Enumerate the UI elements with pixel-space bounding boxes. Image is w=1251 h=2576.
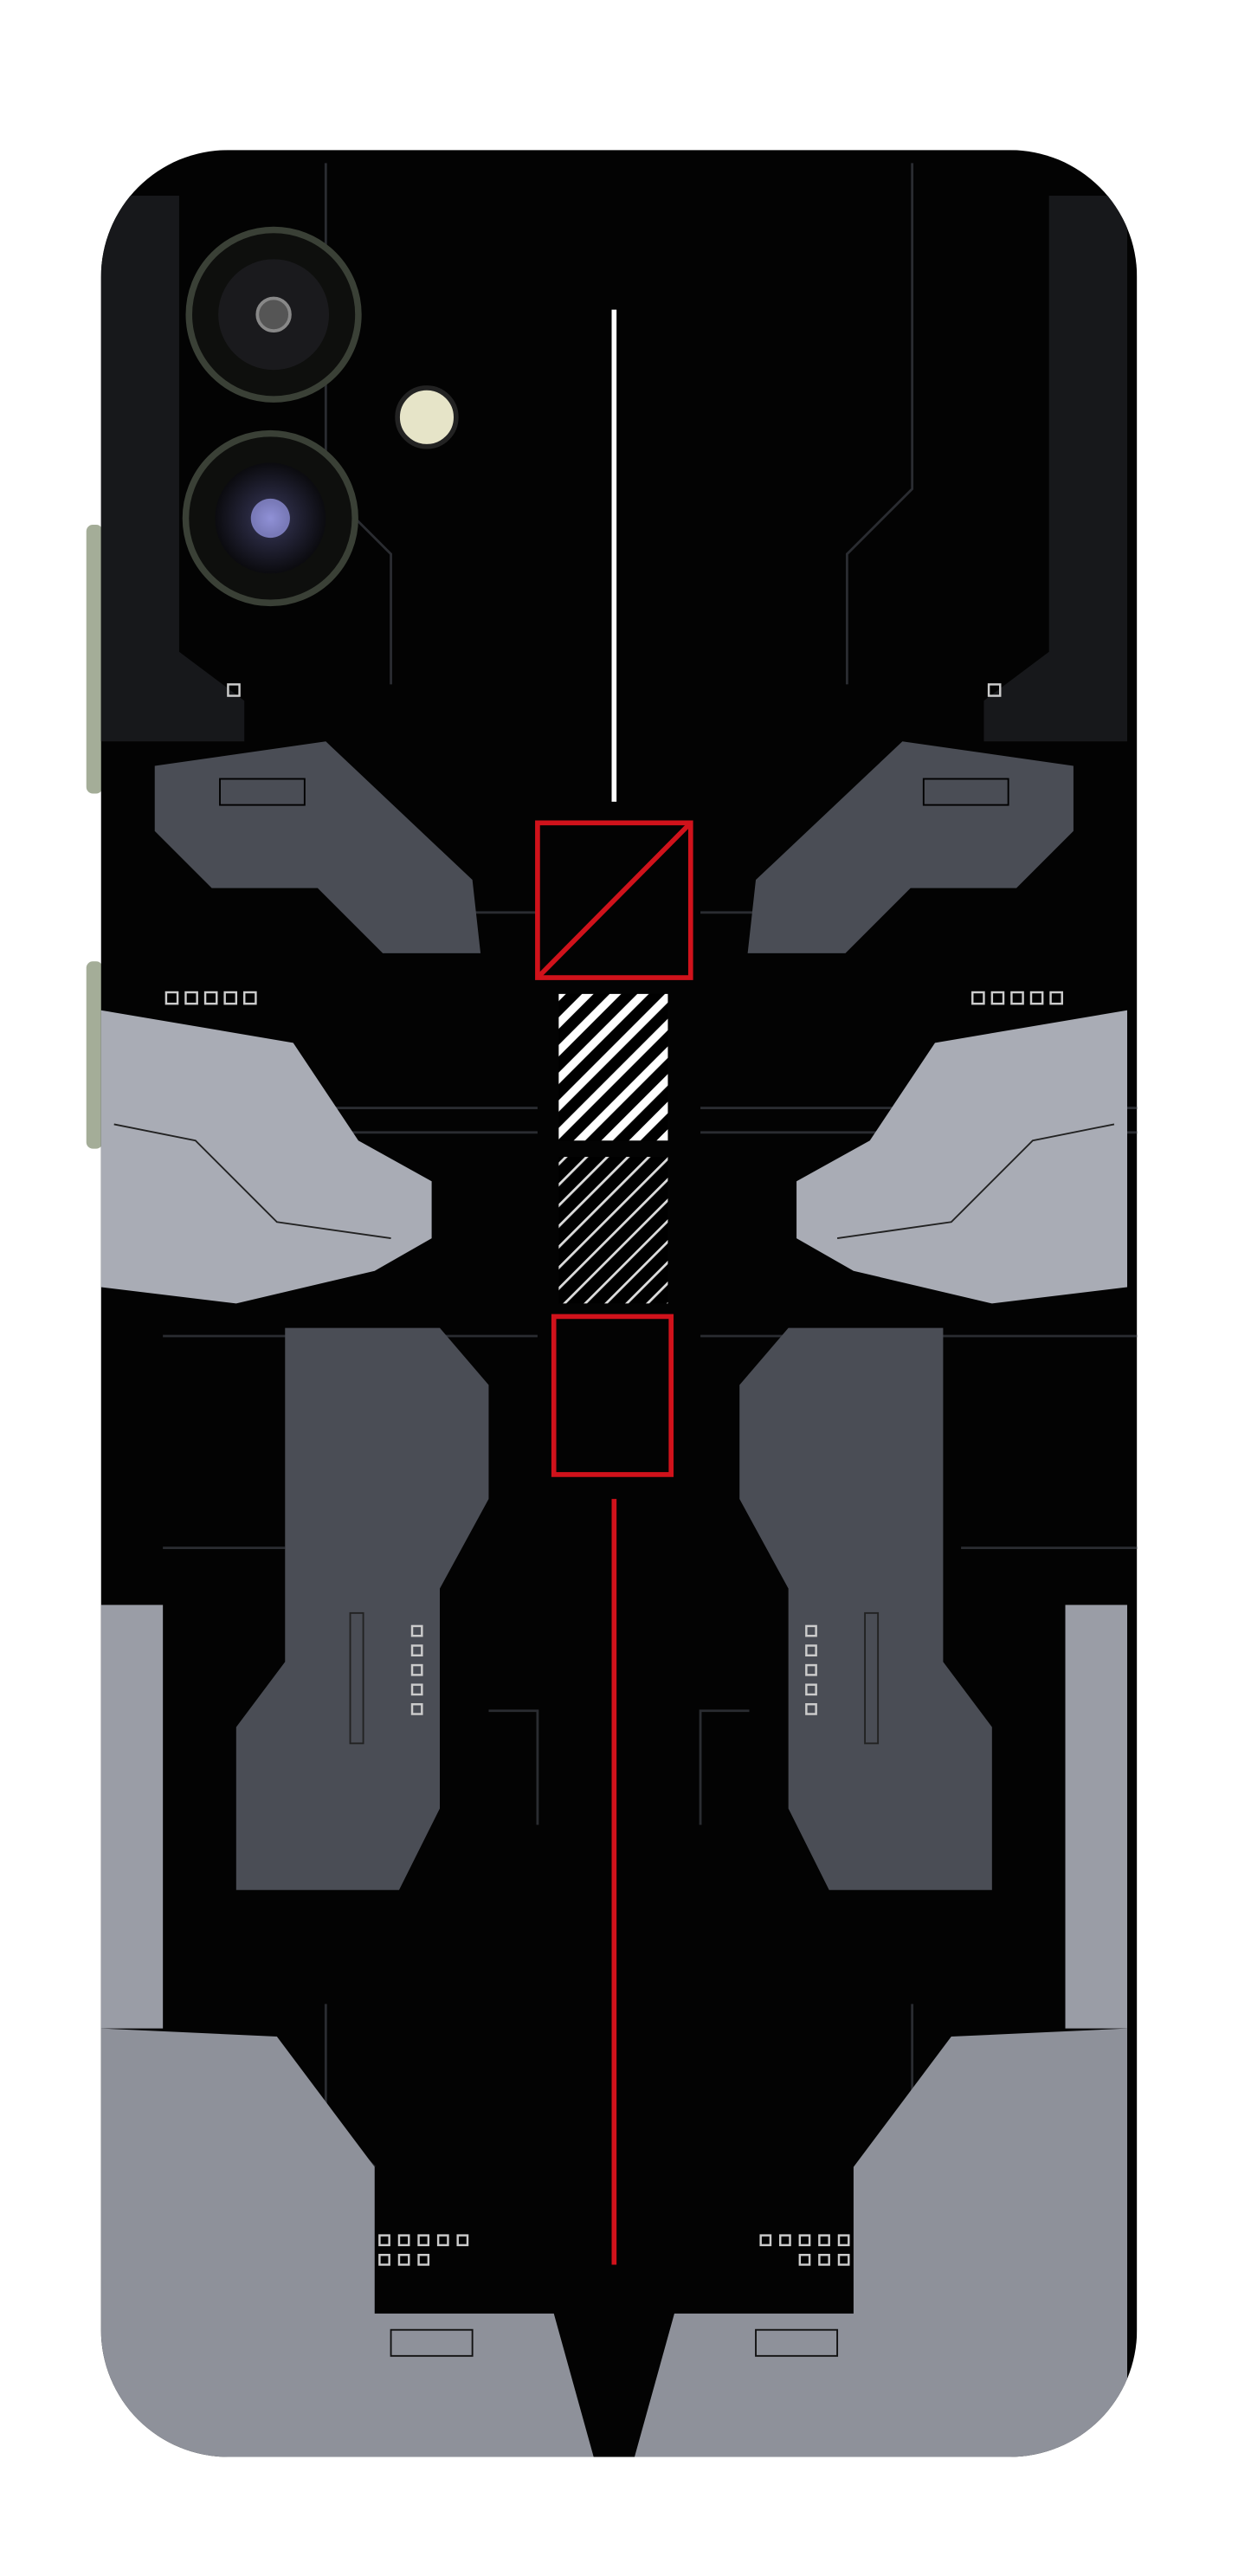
red-square xyxy=(551,1314,674,1477)
phone-body xyxy=(100,150,1138,2457)
red-diagonal-square xyxy=(535,820,693,980)
right-panels xyxy=(633,195,1128,2457)
hatched-block-bold xyxy=(558,993,668,1141)
flash-icon xyxy=(395,385,459,449)
left-panels xyxy=(100,195,595,2457)
side-button-power xyxy=(86,961,103,1149)
camera-module xyxy=(182,226,459,607)
hatched-block-thin xyxy=(558,1157,668,1304)
side-button-volume xyxy=(86,525,103,794)
